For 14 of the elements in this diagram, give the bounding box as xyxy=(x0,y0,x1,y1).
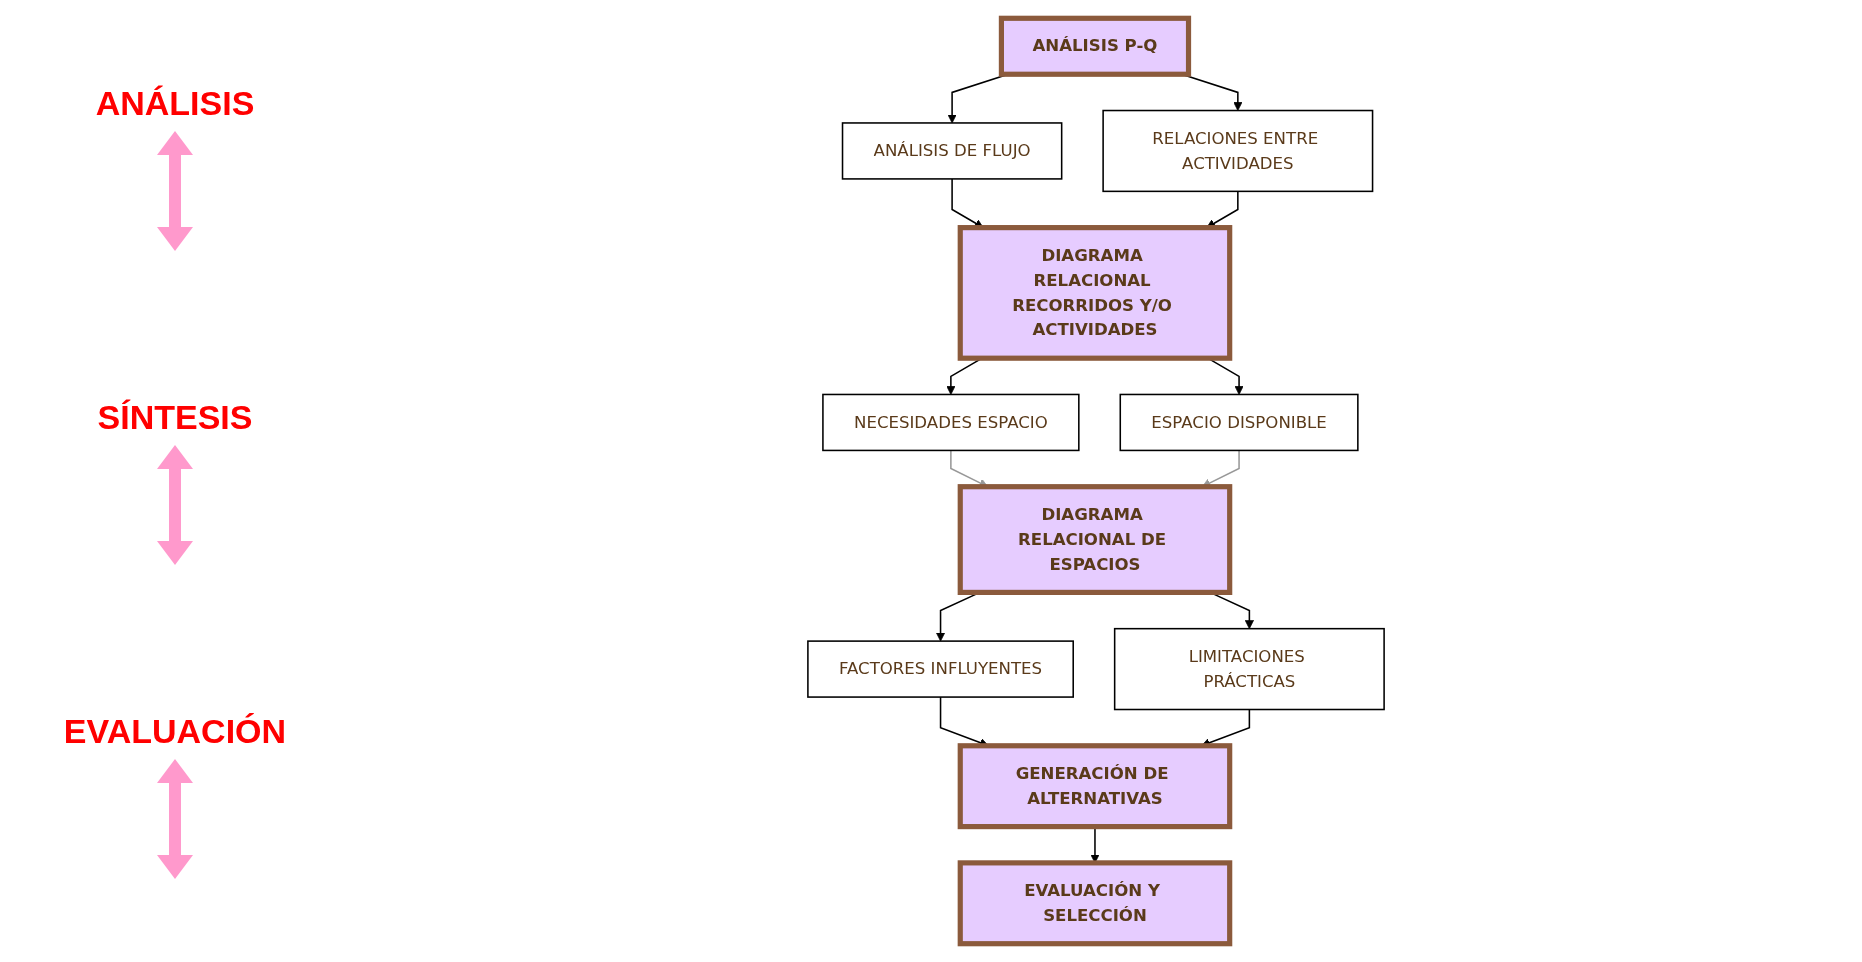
node-box: ESPACIO DISPONIBLE xyxy=(1119,393,1359,452)
node-box: LIMITACIONES PRÁCTICAS xyxy=(1113,627,1385,711)
node-box: ANÁLISIS DE FLUJO xyxy=(841,122,1063,180)
phase-label: ANÁLISIS xyxy=(95,83,255,123)
node-box: EVALUACIÓN Y SELECCIÓN xyxy=(957,860,1233,947)
node-box: RELACIONES ENTRE ACTIVIDADES xyxy=(1102,109,1374,193)
node-box: FACTORES INFLUYENTES xyxy=(807,640,1074,698)
node-box: DIAGRAMA RELACIONAL RECORRIDOS Y/O ACTIVIDADES xyxy=(957,225,1233,361)
node-box: NECESIDADES ESPACIO xyxy=(822,393,1080,452)
node-box: DIAGRAMA RELACIONAL DE ESPACIOS xyxy=(957,484,1233,595)
phase-label: EVALUACIÓN xyxy=(63,711,287,751)
phase-label: SÍNTESIS xyxy=(97,397,253,437)
node-box: GENERACIÓN DE ALTERNATIVAS xyxy=(957,743,1233,830)
node-box: ANÁLISIS P-Q xyxy=(998,15,1192,77)
